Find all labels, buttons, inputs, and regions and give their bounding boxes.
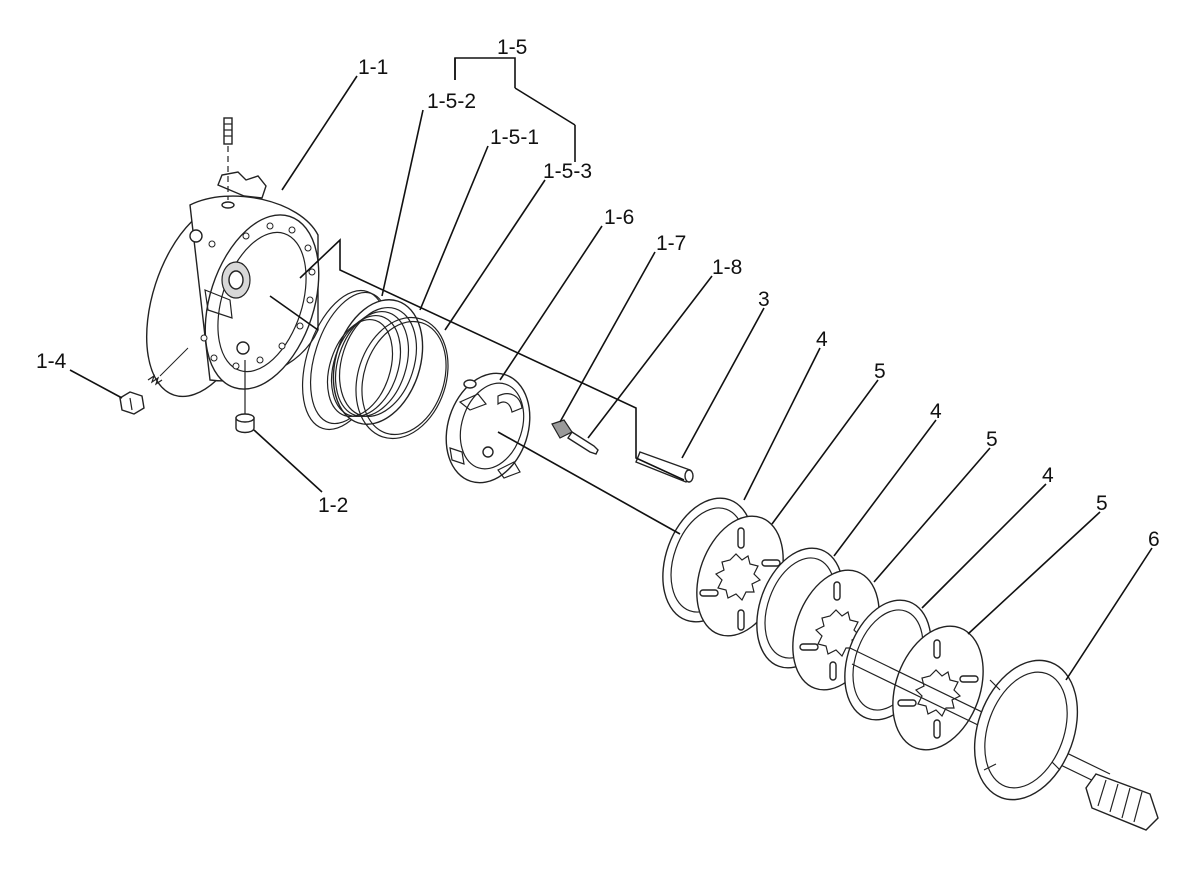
label-1-6: 1-6 <box>604 206 634 229</box>
part-nut <box>119 347 189 415</box>
part-bolt-top <box>221 117 235 209</box>
part-rod <box>635 451 694 483</box>
label-1-7: 1-7 <box>656 232 686 255</box>
part-piston <box>445 372 531 484</box>
part-seal-rings <box>301 289 449 440</box>
label-1-5-3: 1-5-3 <box>543 160 592 183</box>
label-3: 3 <box>758 288 770 311</box>
label-1-2: 1-2 <box>318 494 348 517</box>
label-1-4: 1-4 <box>36 350 67 373</box>
label-4b: 4 <box>930 400 942 423</box>
label-1-5: 1-5 <box>497 36 527 59</box>
label-1-1: 1-1 <box>358 56 388 79</box>
part-fitting <box>551 419 599 455</box>
part-end-ring <box>973 659 1079 801</box>
label-1-5-1: 1-5-1 <box>490 126 539 149</box>
part-plate-stack <box>662 497 984 751</box>
label-6: 6 <box>1148 528 1160 551</box>
leader-lines <box>69 57 1153 681</box>
label-4c: 4 <box>1042 464 1054 487</box>
label-4a: 4 <box>816 328 828 351</box>
label-5c: 5 <box>1096 492 1108 515</box>
label-1-5-2: 1-5-2 <box>427 90 476 113</box>
label-1-8: 1-8 <box>712 256 742 279</box>
label-5b: 5 <box>986 428 998 451</box>
part-housing <box>145 171 320 398</box>
label-5a: 5 <box>874 360 886 383</box>
part-plug <box>235 360 255 434</box>
part-labels: 1-5 1-1 1-5-2 1-5-1 1-5-3 1-6 1-7 1-8 3 … <box>36 36 1160 551</box>
